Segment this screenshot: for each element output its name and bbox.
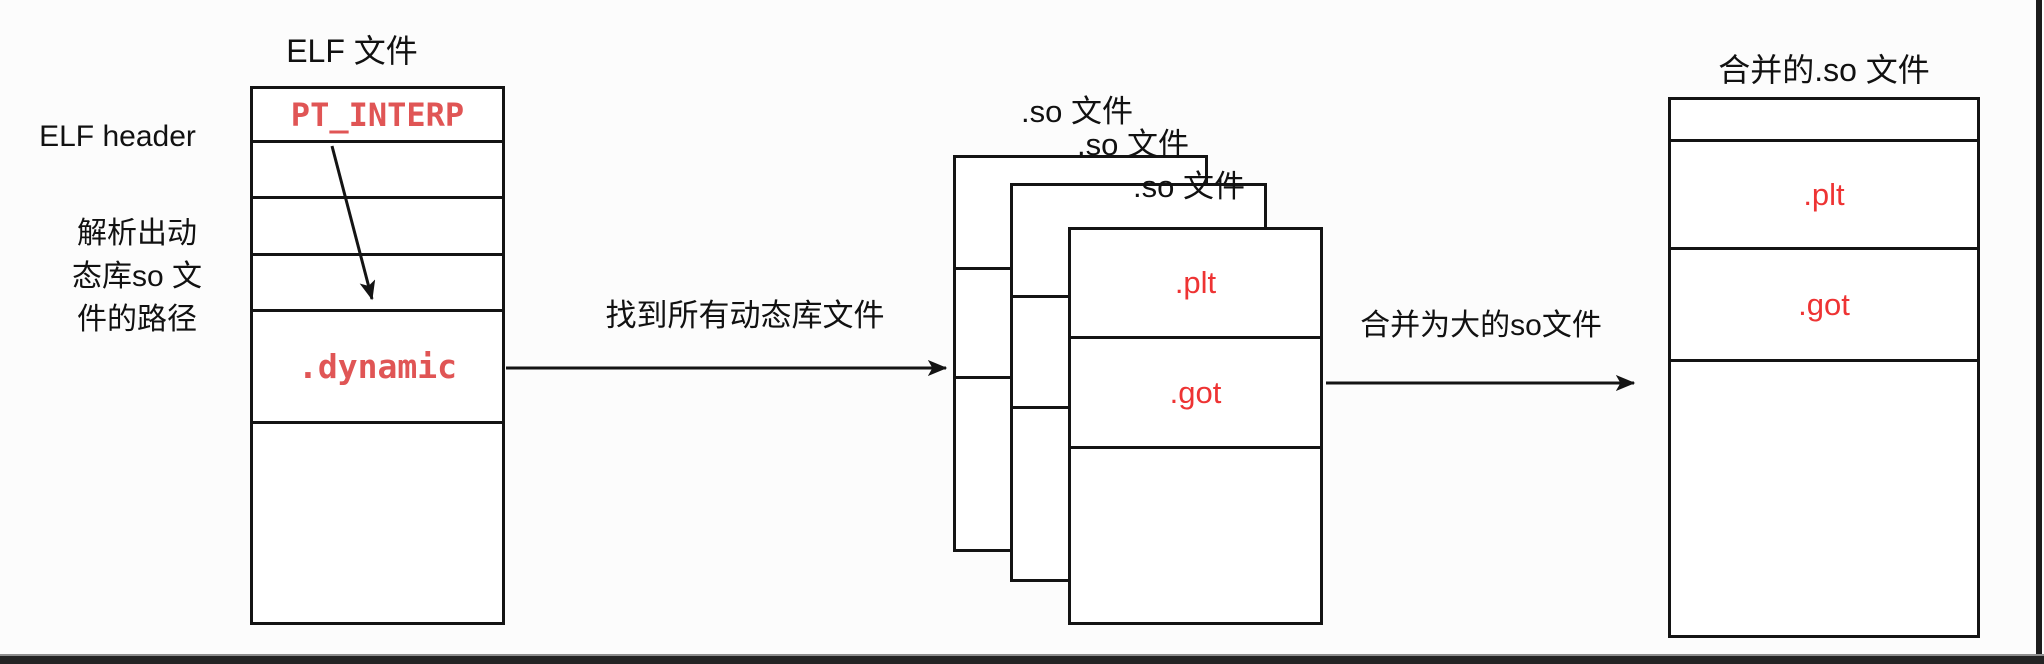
elf-header-label: ELF header xyxy=(39,120,196,153)
so-box-front: .plt .got xyxy=(1068,227,1323,625)
elf-row-empty-4 xyxy=(253,424,502,622)
dynamic-text: .dynamic xyxy=(298,347,457,386)
merge-arrow-label: 合并为大的so文件 xyxy=(1360,309,1602,342)
so-front-empty-row xyxy=(1071,449,1320,622)
so-got-text: .got xyxy=(1169,374,1222,410)
merged-so-title: 合并的.so 文件 xyxy=(1718,52,1930,88)
merged-got-row: .got xyxy=(1671,250,1977,362)
so-label-3: .so 文件 xyxy=(1133,169,1245,204)
merged-empty-top-row xyxy=(1671,100,1977,142)
so-label-2: .so 文件 xyxy=(1077,127,1189,162)
elf-file-box: PT_INTERP .dynamic xyxy=(250,86,505,625)
merged-got-text: .got xyxy=(1798,286,1850,322)
merged-plt-row: .plt xyxy=(1671,142,1977,250)
so-label-1: .so 文件 xyxy=(1021,94,1133,129)
elf-row-empty-1 xyxy=(253,143,502,199)
screen-right-edge xyxy=(2036,0,2042,664)
pt-interp-text: PT_INTERP xyxy=(290,95,465,134)
elf-side-note: 解析出动 态库so 文 件的路径 xyxy=(71,217,203,336)
find-arrow-label: 找到所有动态库文件 xyxy=(605,298,885,333)
so-plt-text: .plt xyxy=(1174,265,1217,300)
merged-empty-bottom-row xyxy=(1671,362,1977,635)
merged-so-box: .plt .got xyxy=(1668,97,1980,638)
elf-row-empty-2 xyxy=(253,199,502,256)
elf-row-pt-interp: PT_INTERP xyxy=(253,89,502,143)
screen-bottom-bar xyxy=(0,654,2044,664)
elf-row-dynamic: .dynamic xyxy=(253,312,502,424)
elf-row-empty-3 xyxy=(253,256,502,312)
elf-file-title: ELF 文件 xyxy=(286,33,418,69)
so-front-got-row: .got xyxy=(1071,339,1320,449)
merged-plt-text: .plt xyxy=(1803,176,1845,212)
so-front-plt-row: .plt xyxy=(1071,230,1320,339)
